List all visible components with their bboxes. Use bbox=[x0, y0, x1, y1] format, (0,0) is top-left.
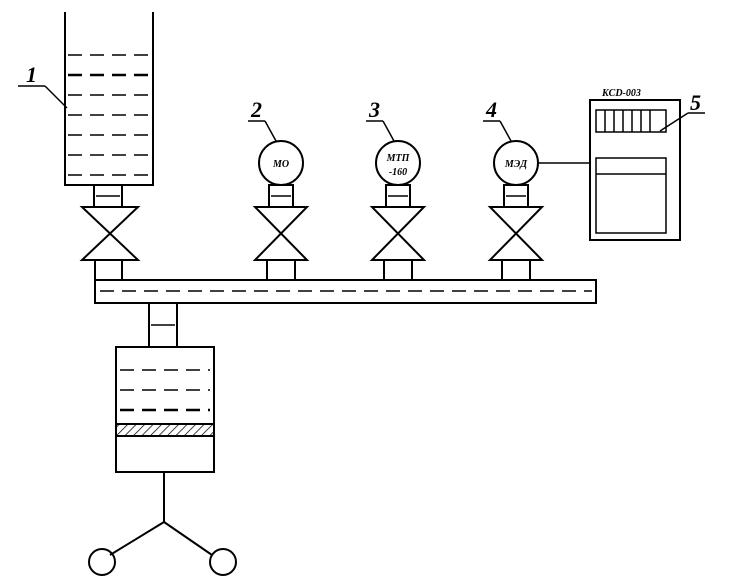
gauge-mo-number: 2 bbox=[250, 97, 262, 122]
gauge-med-label: МЭД bbox=[504, 159, 528, 170]
gauge-mo bbox=[248, 120, 310, 281]
reservoir-riser-pipe bbox=[94, 259, 123, 281]
pump-piston bbox=[115, 423, 215, 437]
gauge-med bbox=[483, 120, 590, 281]
pump-inlet-pipe bbox=[148, 302, 178, 348]
recorder-number: 5 bbox=[690, 90, 701, 115]
gauge-mtp bbox=[366, 120, 427, 281]
gauge-med-number: 4 bbox=[485, 97, 497, 122]
recorder-model: KCD-003 bbox=[601, 88, 641, 99]
reservoir-valve bbox=[79, 206, 141, 261]
pump-handle-left-knob bbox=[88, 548, 116, 576]
reservoir-number: 1 bbox=[26, 62, 37, 87]
reservoir bbox=[64, 12, 154, 186]
pump-rod-and-handle bbox=[109, 472, 213, 556]
gauge-mo-label: МО bbox=[272, 159, 289, 170]
pump-cylinder bbox=[115, 346, 215, 473]
gauge-mtp-label: МТП bbox=[386, 153, 411, 164]
leader-1 bbox=[18, 85, 68, 109]
recorder bbox=[589, 99, 705, 241]
pump-handle-right-knob bbox=[209, 548, 237, 576]
gauge-mtp-range: -160 bbox=[389, 167, 407, 178]
reservoir-outlet-pipe bbox=[93, 184, 123, 208]
manifold-pipe bbox=[94, 279, 597, 304]
gauge-mtp-number: 3 bbox=[368, 97, 380, 122]
